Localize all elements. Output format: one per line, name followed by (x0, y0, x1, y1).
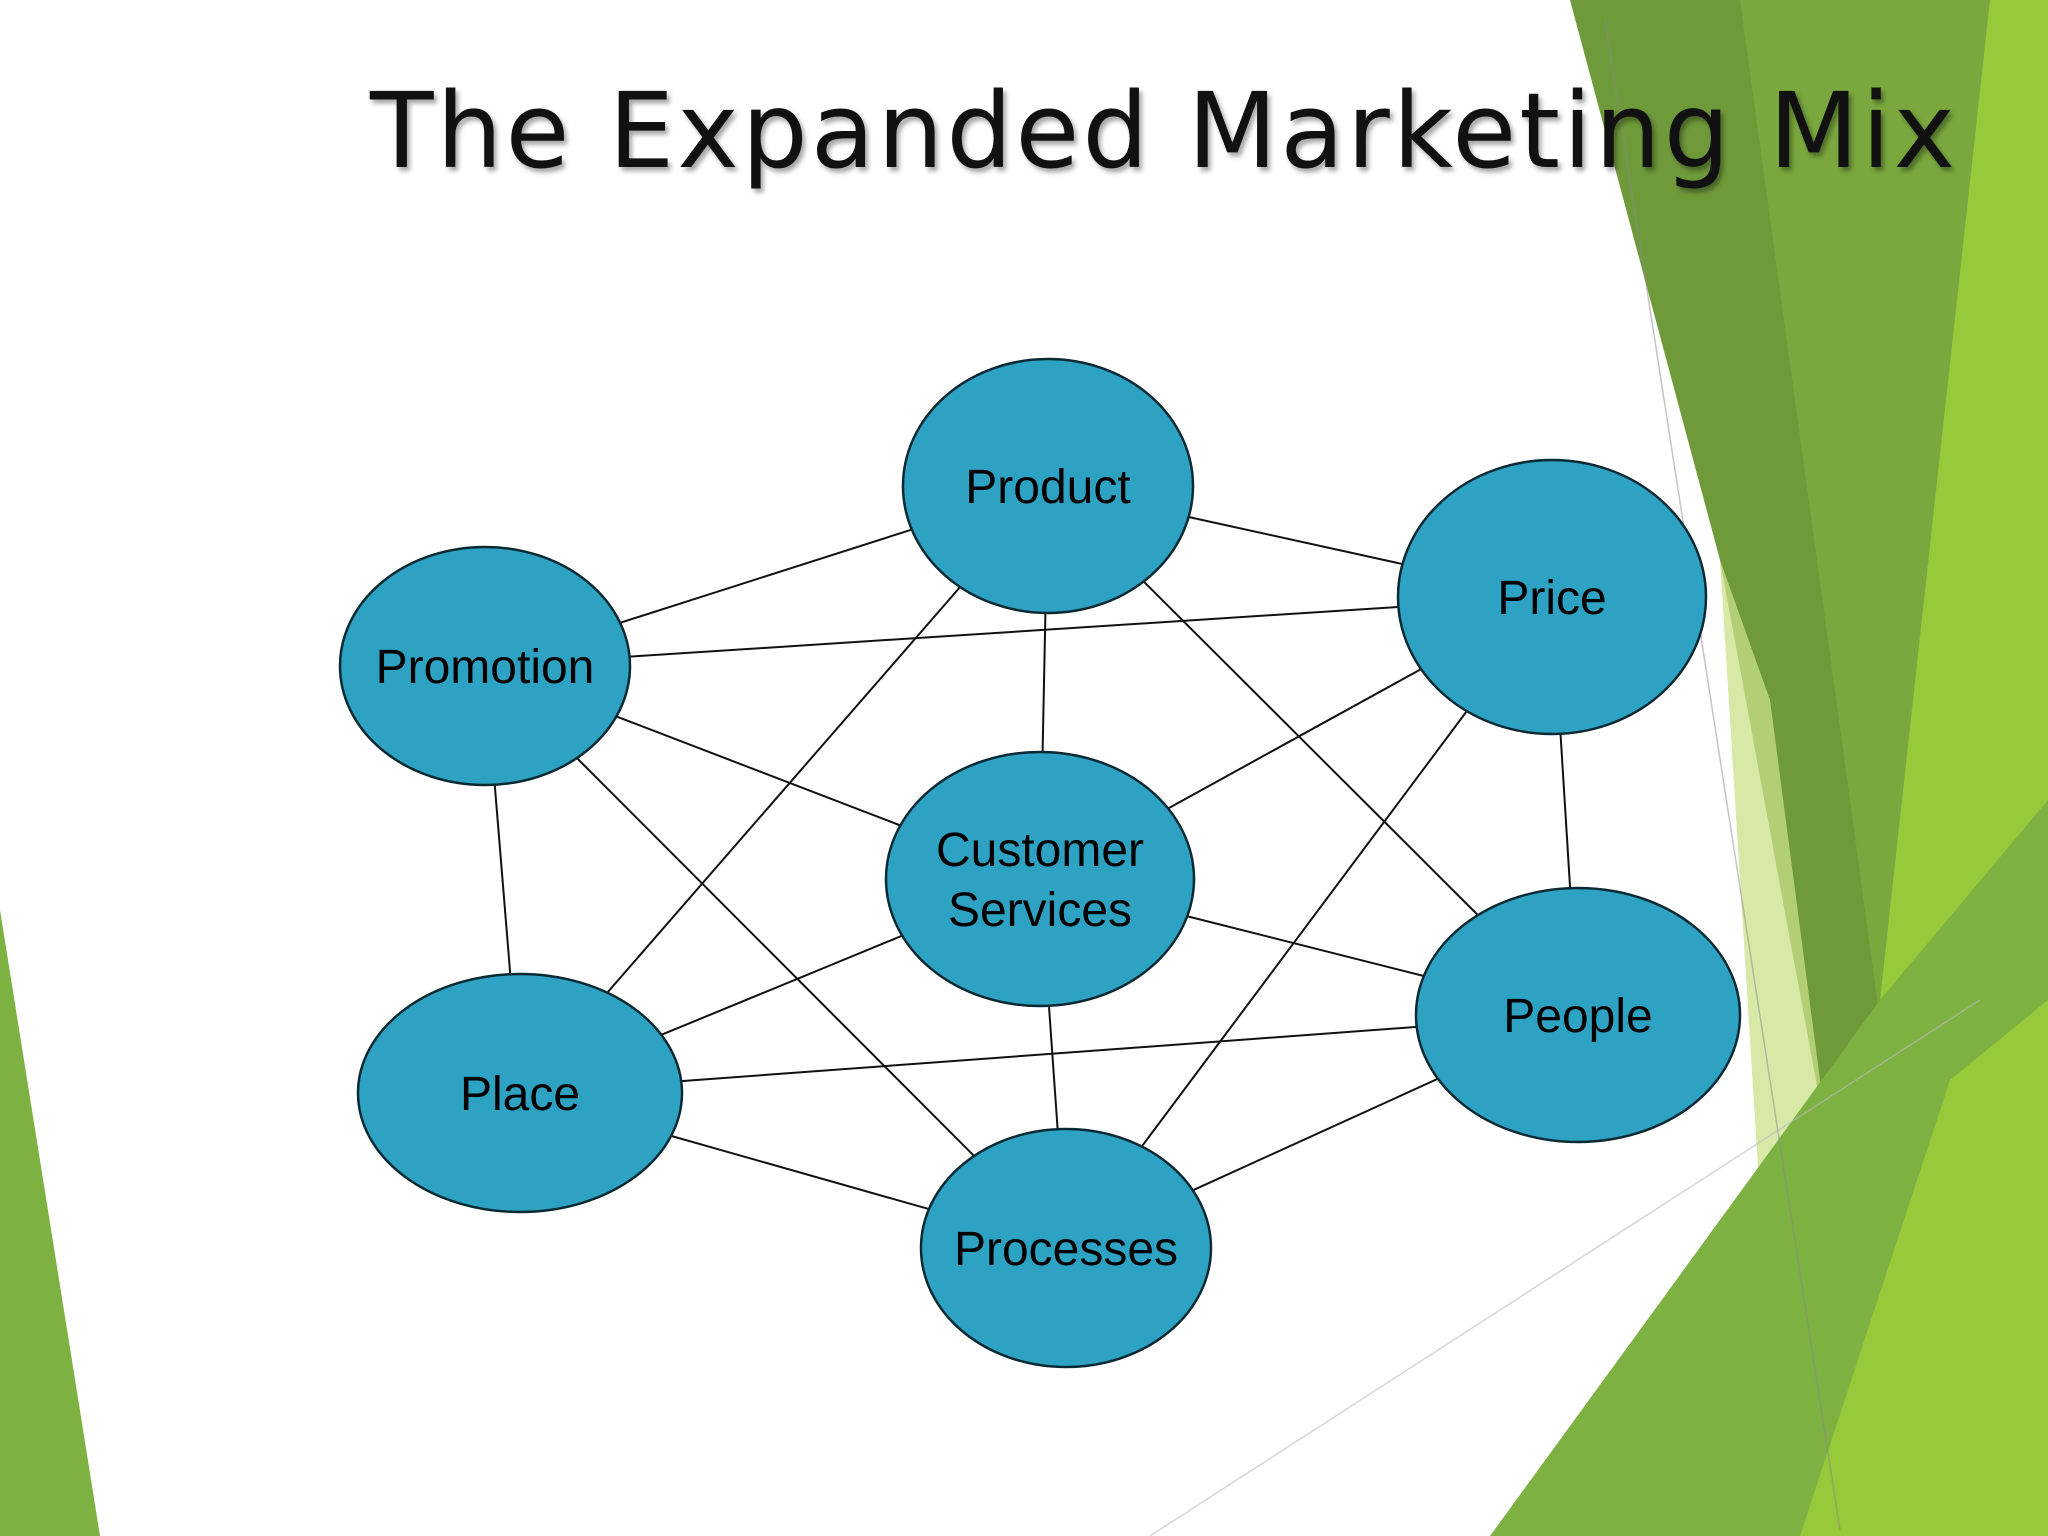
left-green-strip (0, 910, 100, 1536)
node-label-price: Price (1497, 572, 1606, 625)
node-processes: Processes (919, 1127, 1213, 1369)
node-people: People (1414, 886, 1742, 1144)
node-place: Place (356, 972, 684, 1214)
node-ellipse-promotion (338, 545, 632, 787)
edge-promotion-customer-services (615, 715, 901, 827)
decor-line (1149, 999, 1981, 1536)
node-ellipse-processes (919, 1127, 1213, 1369)
node-label-people: People (1503, 990, 1652, 1043)
diagram-nodes: ProductPricePromotionCustomerServicesPeo… (338, 357, 1742, 1369)
edge-customer-services-people (1186, 915, 1425, 977)
node-label-customer-services: Services (948, 884, 1132, 937)
edge-customer-services-processes (1047, 1005, 1059, 1130)
node-product: Product (901, 357, 1195, 615)
edge-product-promotion (619, 528, 913, 624)
edge-promotion-price (629, 605, 1399, 658)
node-promotion: Promotion (338, 545, 632, 787)
node-label-processes: Processes (954, 1223, 1178, 1276)
node-label-customer-services: Customer (936, 824, 1144, 877)
connection-lines (493, 515, 1572, 1211)
edge-product-customer-services (1041, 612, 1047, 753)
edge-place-people (681, 1025, 1417, 1083)
node-ellipse-customer-services (884, 750, 1196, 1008)
edge-customer-services-place (660, 934, 903, 1036)
edge-product-people (1142, 580, 1479, 916)
node-label-place: Place (460, 1068, 580, 1121)
edge-promotion-place (493, 784, 512, 975)
edge-price-people (1559, 733, 1572, 889)
node-ellipse-product (901, 357, 1195, 615)
edge-price-processes (1140, 710, 1468, 1148)
edge-promotion-processes (576, 757, 975, 1157)
node-price: Price (1396, 458, 1708, 736)
edge-people-processes (1192, 1077, 1439, 1192)
node-ellipse-place (356, 972, 684, 1214)
slide-title: The Expanded Marketing Mix (370, 70, 1959, 192)
edge-price-customer-services (1167, 668, 1422, 810)
decor-line (1604, 19, 1841, 1531)
node-ellipse-price (1396, 458, 1708, 736)
edge-product-place (606, 586, 961, 994)
edge-place-processes (670, 1134, 930, 1211)
edge-product-price (1188, 515, 1403, 566)
node-ellipse-people (1414, 886, 1742, 1144)
bottom-light-wedge (1800, 1000, 2048, 1536)
node-label-product: Product (965, 461, 1130, 514)
node-label-promotion: Promotion (376, 641, 595, 694)
